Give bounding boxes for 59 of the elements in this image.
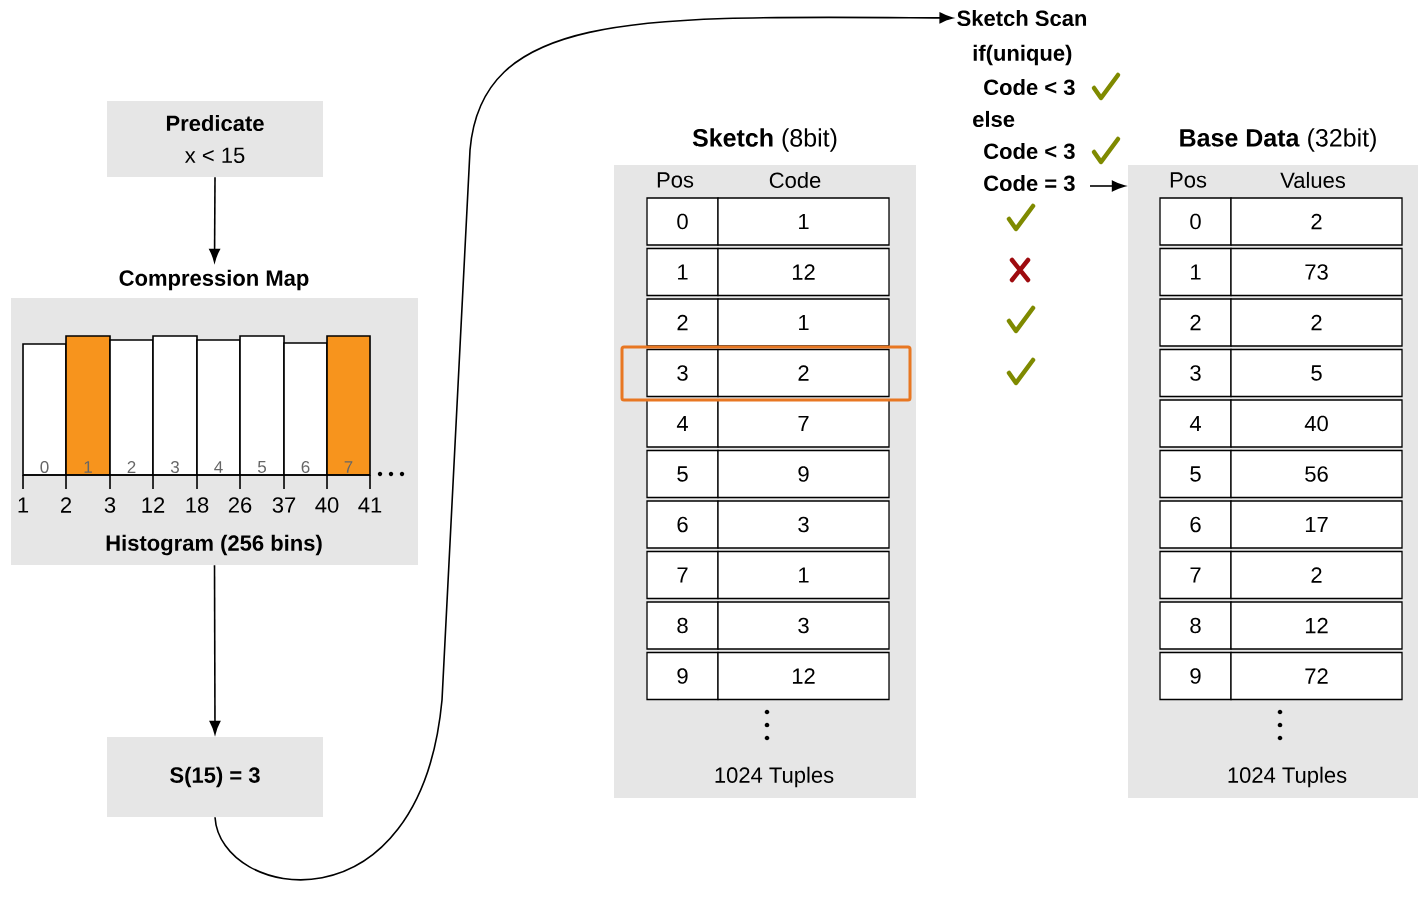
table-cell: 9 (646, 651, 719, 701)
table-heading: Base Data (32bit) (1180, 128, 1376, 152)
tuple-count: 1024 Tuples (715, 766, 834, 788)
bin-number: 0 (40, 461, 49, 473)
column-header: Values (1280, 171, 1346, 189)
histogram-caption: Histogram (256 bins) (106, 534, 322, 556)
heading: Compression Map (119, 269, 309, 291)
table-cell: 1 (1159, 247, 1232, 297)
tick-label: 41 (358, 497, 382, 513)
bin-number: 5 (257, 461, 266, 473)
heading: Sketch Scan (957, 9, 1087, 27)
table-cell: 6 (646, 500, 719, 549)
table-cell: 6 (1159, 500, 1232, 549)
table-cell: 4 (1159, 399, 1232, 448)
table-cell: 0 (646, 197, 719, 246)
process-box: Predicate x < 15 (107, 101, 323, 177)
tick-label: 3 (104, 497, 116, 513)
arrow (209, 176, 220, 263)
tick-label: 40 (315, 497, 339, 513)
tick-label: 18 (186, 497, 209, 513)
bin-number: 3 (170, 461, 179, 473)
table-cell: 7 (1159, 550, 1232, 600)
table-cell: 8 (646, 601, 719, 650)
scan-step: else (973, 110, 1015, 128)
tick-label: 12 (142, 497, 165, 513)
table-cell: 2 (1159, 298, 1232, 347)
table-cell: 3 (1159, 348, 1232, 398)
tick-label: 37 (272, 497, 296, 513)
arrow (214, 12, 953, 881)
table-cell: 9 (1159, 651, 1232, 701)
table-cell: 5 (1159, 449, 1232, 499)
scan-step: Code = 3 (984, 174, 1075, 192)
table-cell: 1 (646, 247, 719, 297)
table-cell: 2 (646, 298, 719, 347)
column-header: Pos (1170, 172, 1207, 188)
arrow (1089, 180, 1126, 192)
scan-step: Code < 3 (984, 142, 1075, 160)
column-header: Code (769, 171, 821, 189)
arrow (209, 564, 221, 735)
table-heading: Sketch (8bit) (692, 128, 837, 152)
scan-step: if(unique) (973, 44, 1072, 66)
table-cell: 4 (646, 399, 719, 448)
tick-label: 2 (61, 497, 72, 513)
table-cell: 3 (646, 348, 719, 398)
tick-label: 26 (228, 497, 252, 513)
bin-number: 1 (84, 461, 92, 473)
bin-number: 7 (344, 461, 353, 473)
table-cell: 5 (646, 449, 719, 499)
bin-number: 2 (127, 461, 136, 473)
bin-number: 6 (301, 461, 310, 473)
table-cell: 7 (646, 550, 719, 600)
bin-number: 4 (214, 461, 223, 473)
process-box: S(15) = 3 (107, 737, 323, 817)
tick-label: 1 (18, 497, 29, 513)
table-cell: 8 (1159, 601, 1232, 650)
scan-step: Code < 3 (984, 78, 1075, 96)
column-header: Pos (657, 172, 694, 188)
tuple-count: 1024 Tuples (1228, 766, 1347, 788)
table-cell: 0 (1159, 197, 1232, 246)
